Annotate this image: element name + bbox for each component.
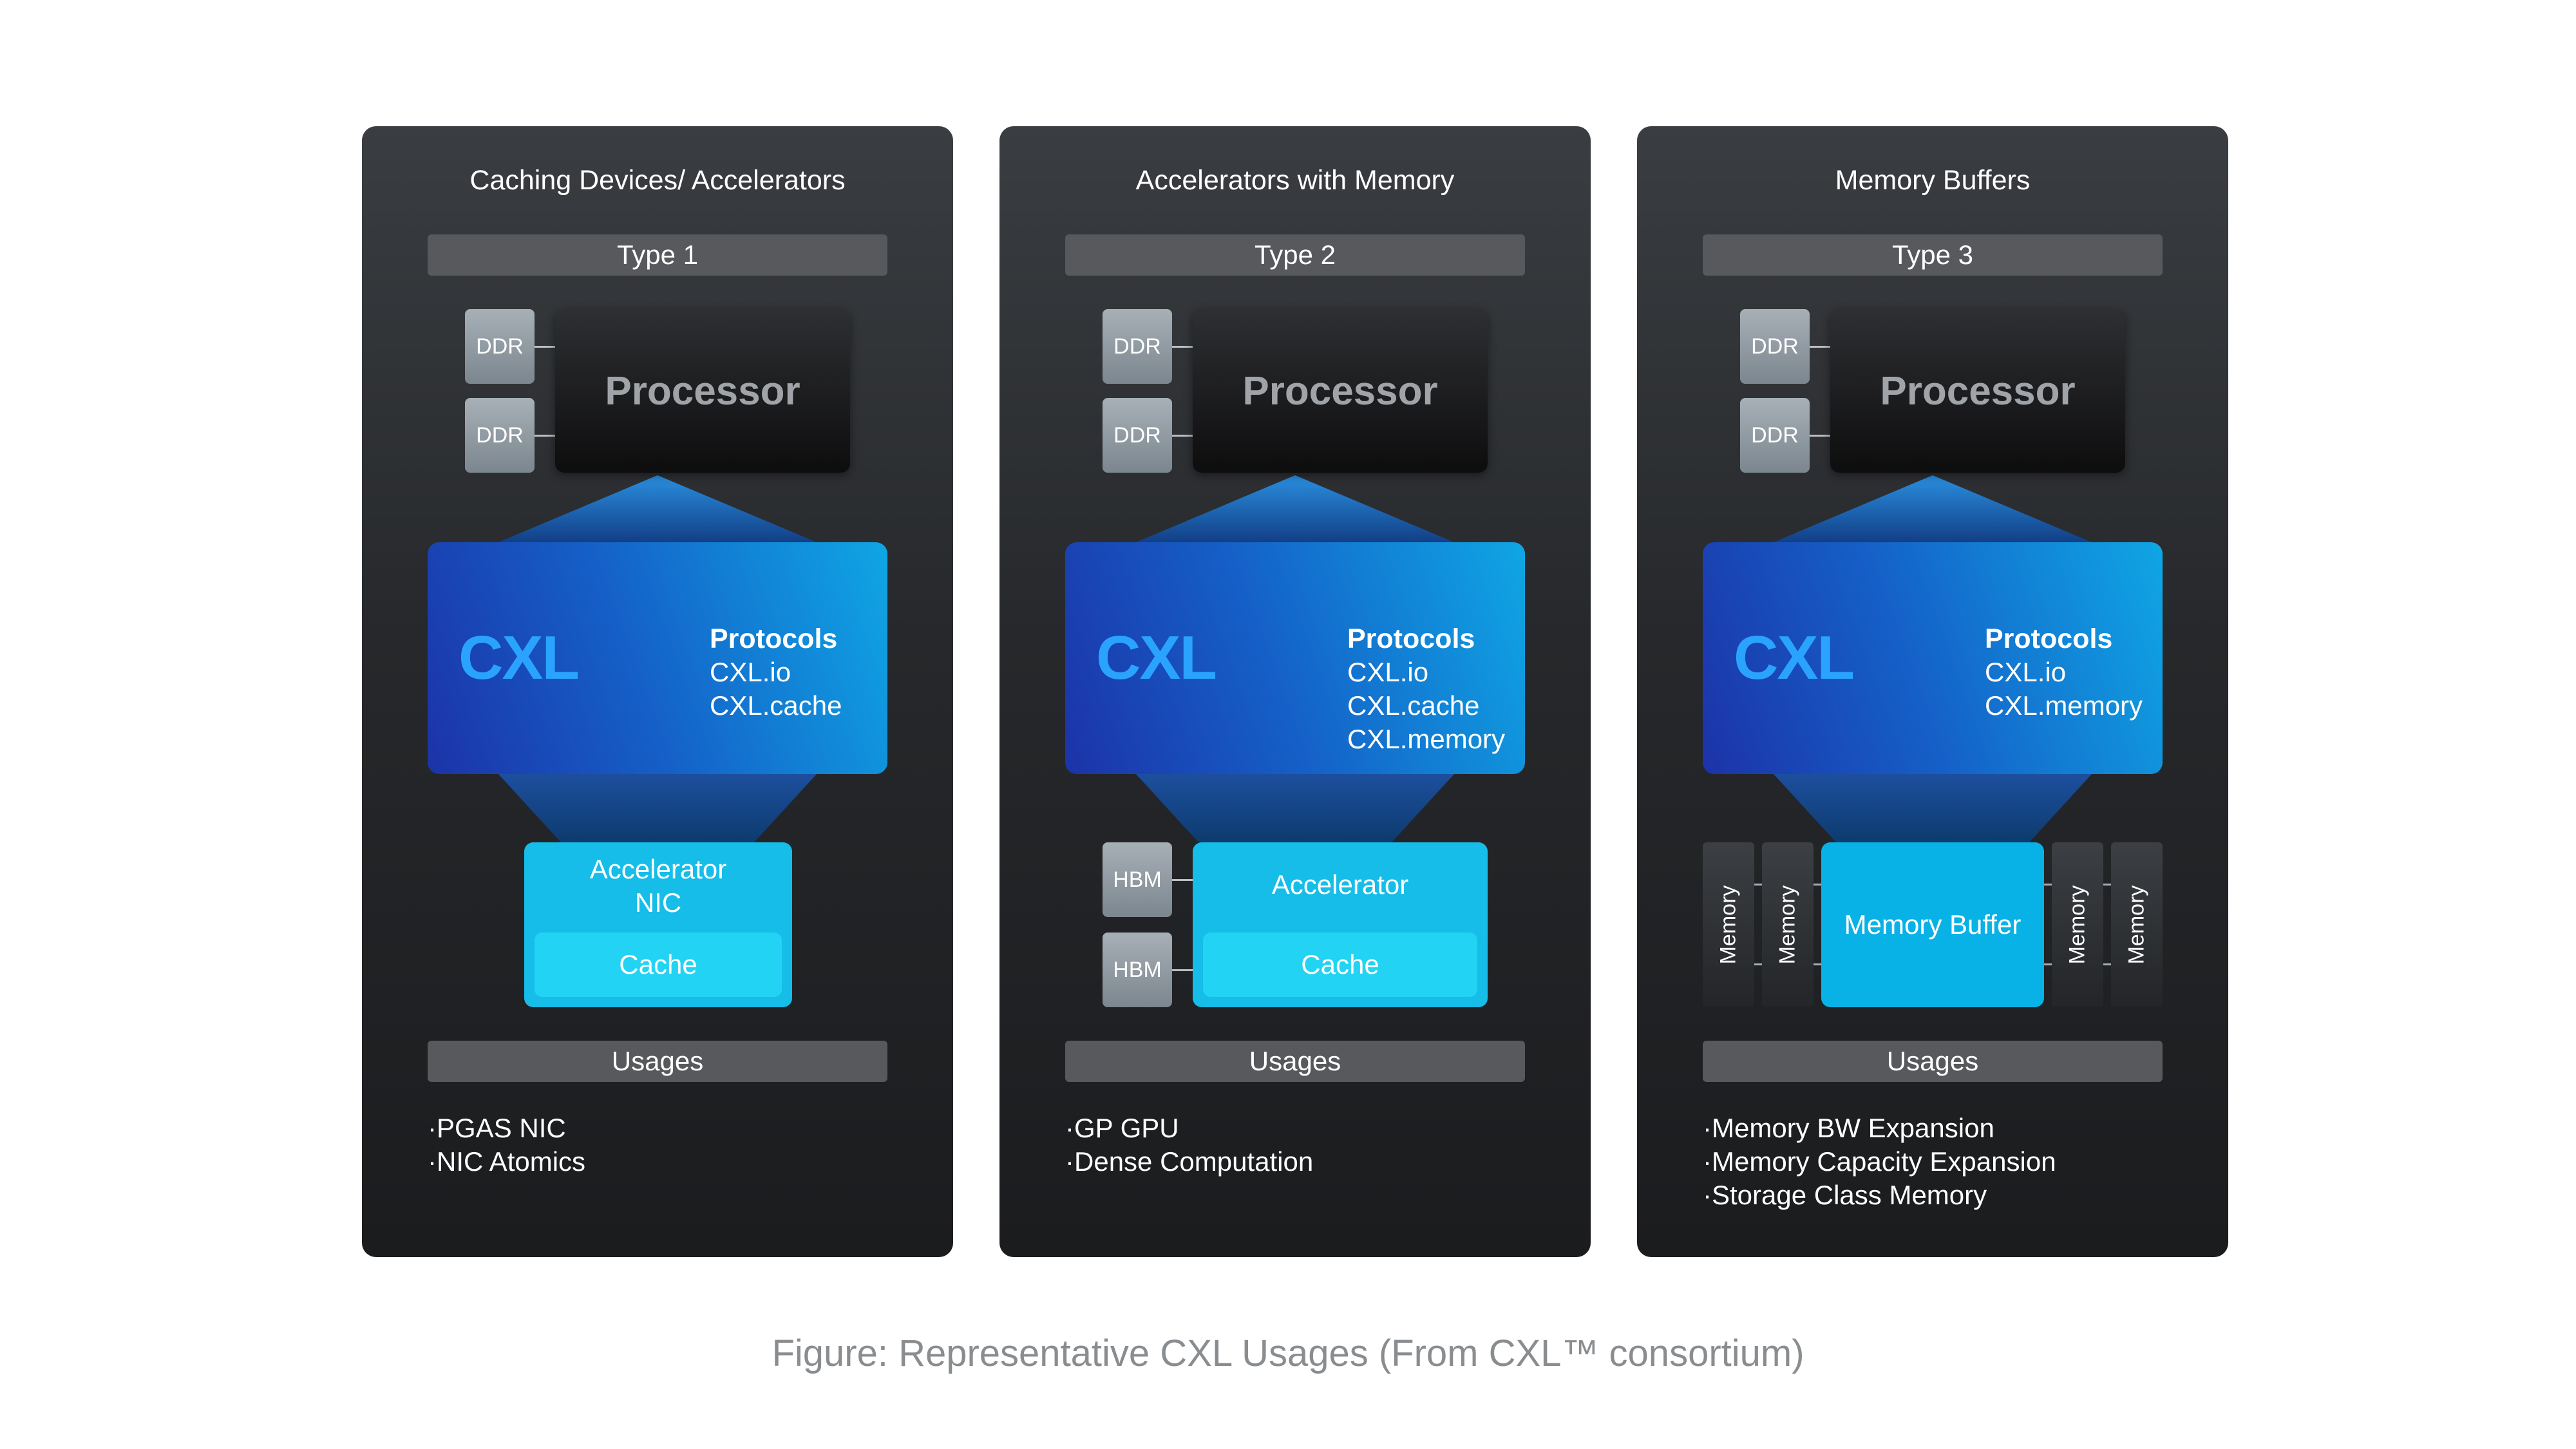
ddr-module: DDR [1740, 398, 1810, 473]
cxl-logo: CXL [459, 623, 580, 692]
ddr-module: DDR [465, 398, 535, 473]
cxl-block: CXL Protocols CXL.io CXL.cache [428, 542, 887, 774]
usages-label: Usages [1703, 1041, 2163, 1082]
protocol-item: CXL.cache [710, 690, 842, 721]
protocol-item: CXL.io [1347, 657, 1429, 687]
memory-module-label: Memory [2065, 885, 2090, 965]
panel-type2: Accelerators with Memory Type 2 DDR DDR … [999, 126, 1591, 1257]
hbm-link [1172, 969, 1193, 971]
accelerator-device: Accelerator NIC Cache [524, 842, 792, 1007]
ddr-module: DDR [1103, 309, 1172, 384]
usages-list: GP GPU Dense Computation [1065, 1112, 1313, 1179]
cxl-block: CXL Protocols CXL.io CXL.memory [1703, 542, 2163, 774]
memory-module: Memory [1703, 842, 1754, 1007]
memory-module: Memory [2111, 842, 2163, 1007]
ddr-link [1172, 435, 1193, 437]
memory-link [2103, 884, 2111, 886]
panel-type1: Caching Devices/ Accelerators Type 1 DDR… [362, 126, 953, 1257]
connector-shape [1774, 475, 2092, 842]
device-label: Accelerator [589, 854, 727, 884]
ddr-link [535, 435, 555, 437]
memory-link [1814, 963, 1821, 965]
device-label: NIC [634, 887, 682, 918]
protocol-item: CXL.io [1985, 657, 2067, 687]
panel-title: Memory Buffers [1835, 165, 2031, 196]
usages-label: Usages [428, 1041, 887, 1082]
protocols-list: Protocols CXL.io CXL.cache [710, 622, 842, 723]
memory-module: Memory [2052, 842, 2103, 1007]
panel-title: Caching Devices/ Accelerators [469, 165, 846, 196]
accelerator-device: Accelerator Cache [1193, 842, 1488, 1007]
memory-link [1754, 884, 1762, 886]
memory-link [2044, 963, 2052, 965]
protocol-item: CXL.io [710, 657, 791, 687]
memory-link [1754, 963, 1762, 965]
usage-item: Dense Computation [1065, 1145, 1313, 1179]
ddr-link [1172, 346, 1193, 348]
memory-module-label: Memory [1775, 885, 1800, 965]
memory-link [2103, 963, 2111, 965]
protocols-title: Protocols [1347, 623, 1475, 654]
ddr-module: DDR [1103, 398, 1172, 473]
device-label: Accelerator [1271, 869, 1409, 900]
memory-buffer-device: Memory Buffer [1821, 842, 2044, 1007]
usage-item: Storage Class Memory [1703, 1179, 2056, 1212]
usages-list: Memory BW Expansion Memory Capacity Expa… [1703, 1112, 2056, 1212]
protocols-list: Protocols CXL.io CXL.cache CXL.memory [1347, 622, 1505, 756]
hbm-link [1172, 879, 1193, 881]
protocols-list: Protocols CXL.io CXL.memory [1985, 622, 2143, 723]
ddr-module: DDR [1740, 309, 1810, 384]
type-label: Type 2 [1065, 234, 1525, 276]
cxl-logo: CXL [1734, 623, 1855, 692]
usage-item: PGAS NIC [428, 1112, 585, 1145]
processor-block: Processor [1193, 309, 1488, 473]
panel-type3: Memory Buffers Type 3 DDR DDR Processor … [1637, 126, 2228, 1257]
memory-module-label: Memory [1716, 885, 1741, 965]
device-label: Memory Buffer [1844, 909, 2022, 940]
usage-item: NIC Atomics [428, 1145, 585, 1179]
protocol-item: CXL.memory [1985, 690, 2143, 721]
connector-shape [498, 475, 817, 842]
usage-item: Memory Capacity Expansion [1703, 1145, 2056, 1179]
processor-block: Processor [555, 309, 850, 473]
protocols-title: Protocols [710, 623, 838, 654]
type-label: Type 1 [428, 234, 887, 276]
memory-link [2044, 884, 2052, 886]
type-label: Type 3 [1703, 234, 2163, 276]
figure-caption: Figure: Representative CXL Usages (From … [772, 1332, 1804, 1374]
ddr-link [1810, 346, 1830, 348]
usage-item: Memory BW Expansion [1703, 1112, 2056, 1145]
hbm-module: HBM [1103, 933, 1172, 1007]
cxl-logo: CXL [1096, 623, 1217, 692]
protocols-title: Protocols [1985, 623, 2113, 654]
usages-list: PGAS NIC NIC Atomics [428, 1112, 585, 1179]
cache-block: Cache [535, 933, 782, 997]
cxl-block: CXL Protocols CXL.io CXL.cache CXL.memor… [1065, 542, 1525, 774]
usages-label: Usages [1065, 1041, 1525, 1082]
ddr-link [535, 346, 555, 348]
usage-item: GP GPU [1065, 1112, 1313, 1145]
protocol-item: CXL.cache [1347, 690, 1480, 721]
ddr-module: DDR [465, 309, 535, 384]
cache-block: Cache [1203, 933, 1477, 997]
hbm-module: HBM [1103, 842, 1172, 917]
memory-module-label: Memory [2124, 885, 2149, 965]
processor-block: Processor [1830, 309, 2125, 473]
ddr-link [1810, 435, 1830, 437]
memory-link [1814, 884, 1821, 886]
connector-shape [1136, 475, 1454, 842]
memory-module: Memory [1762, 842, 1814, 1007]
protocol-item: CXL.memory [1347, 724, 1506, 754]
panel-title: Accelerators with Memory [1135, 165, 1455, 196]
